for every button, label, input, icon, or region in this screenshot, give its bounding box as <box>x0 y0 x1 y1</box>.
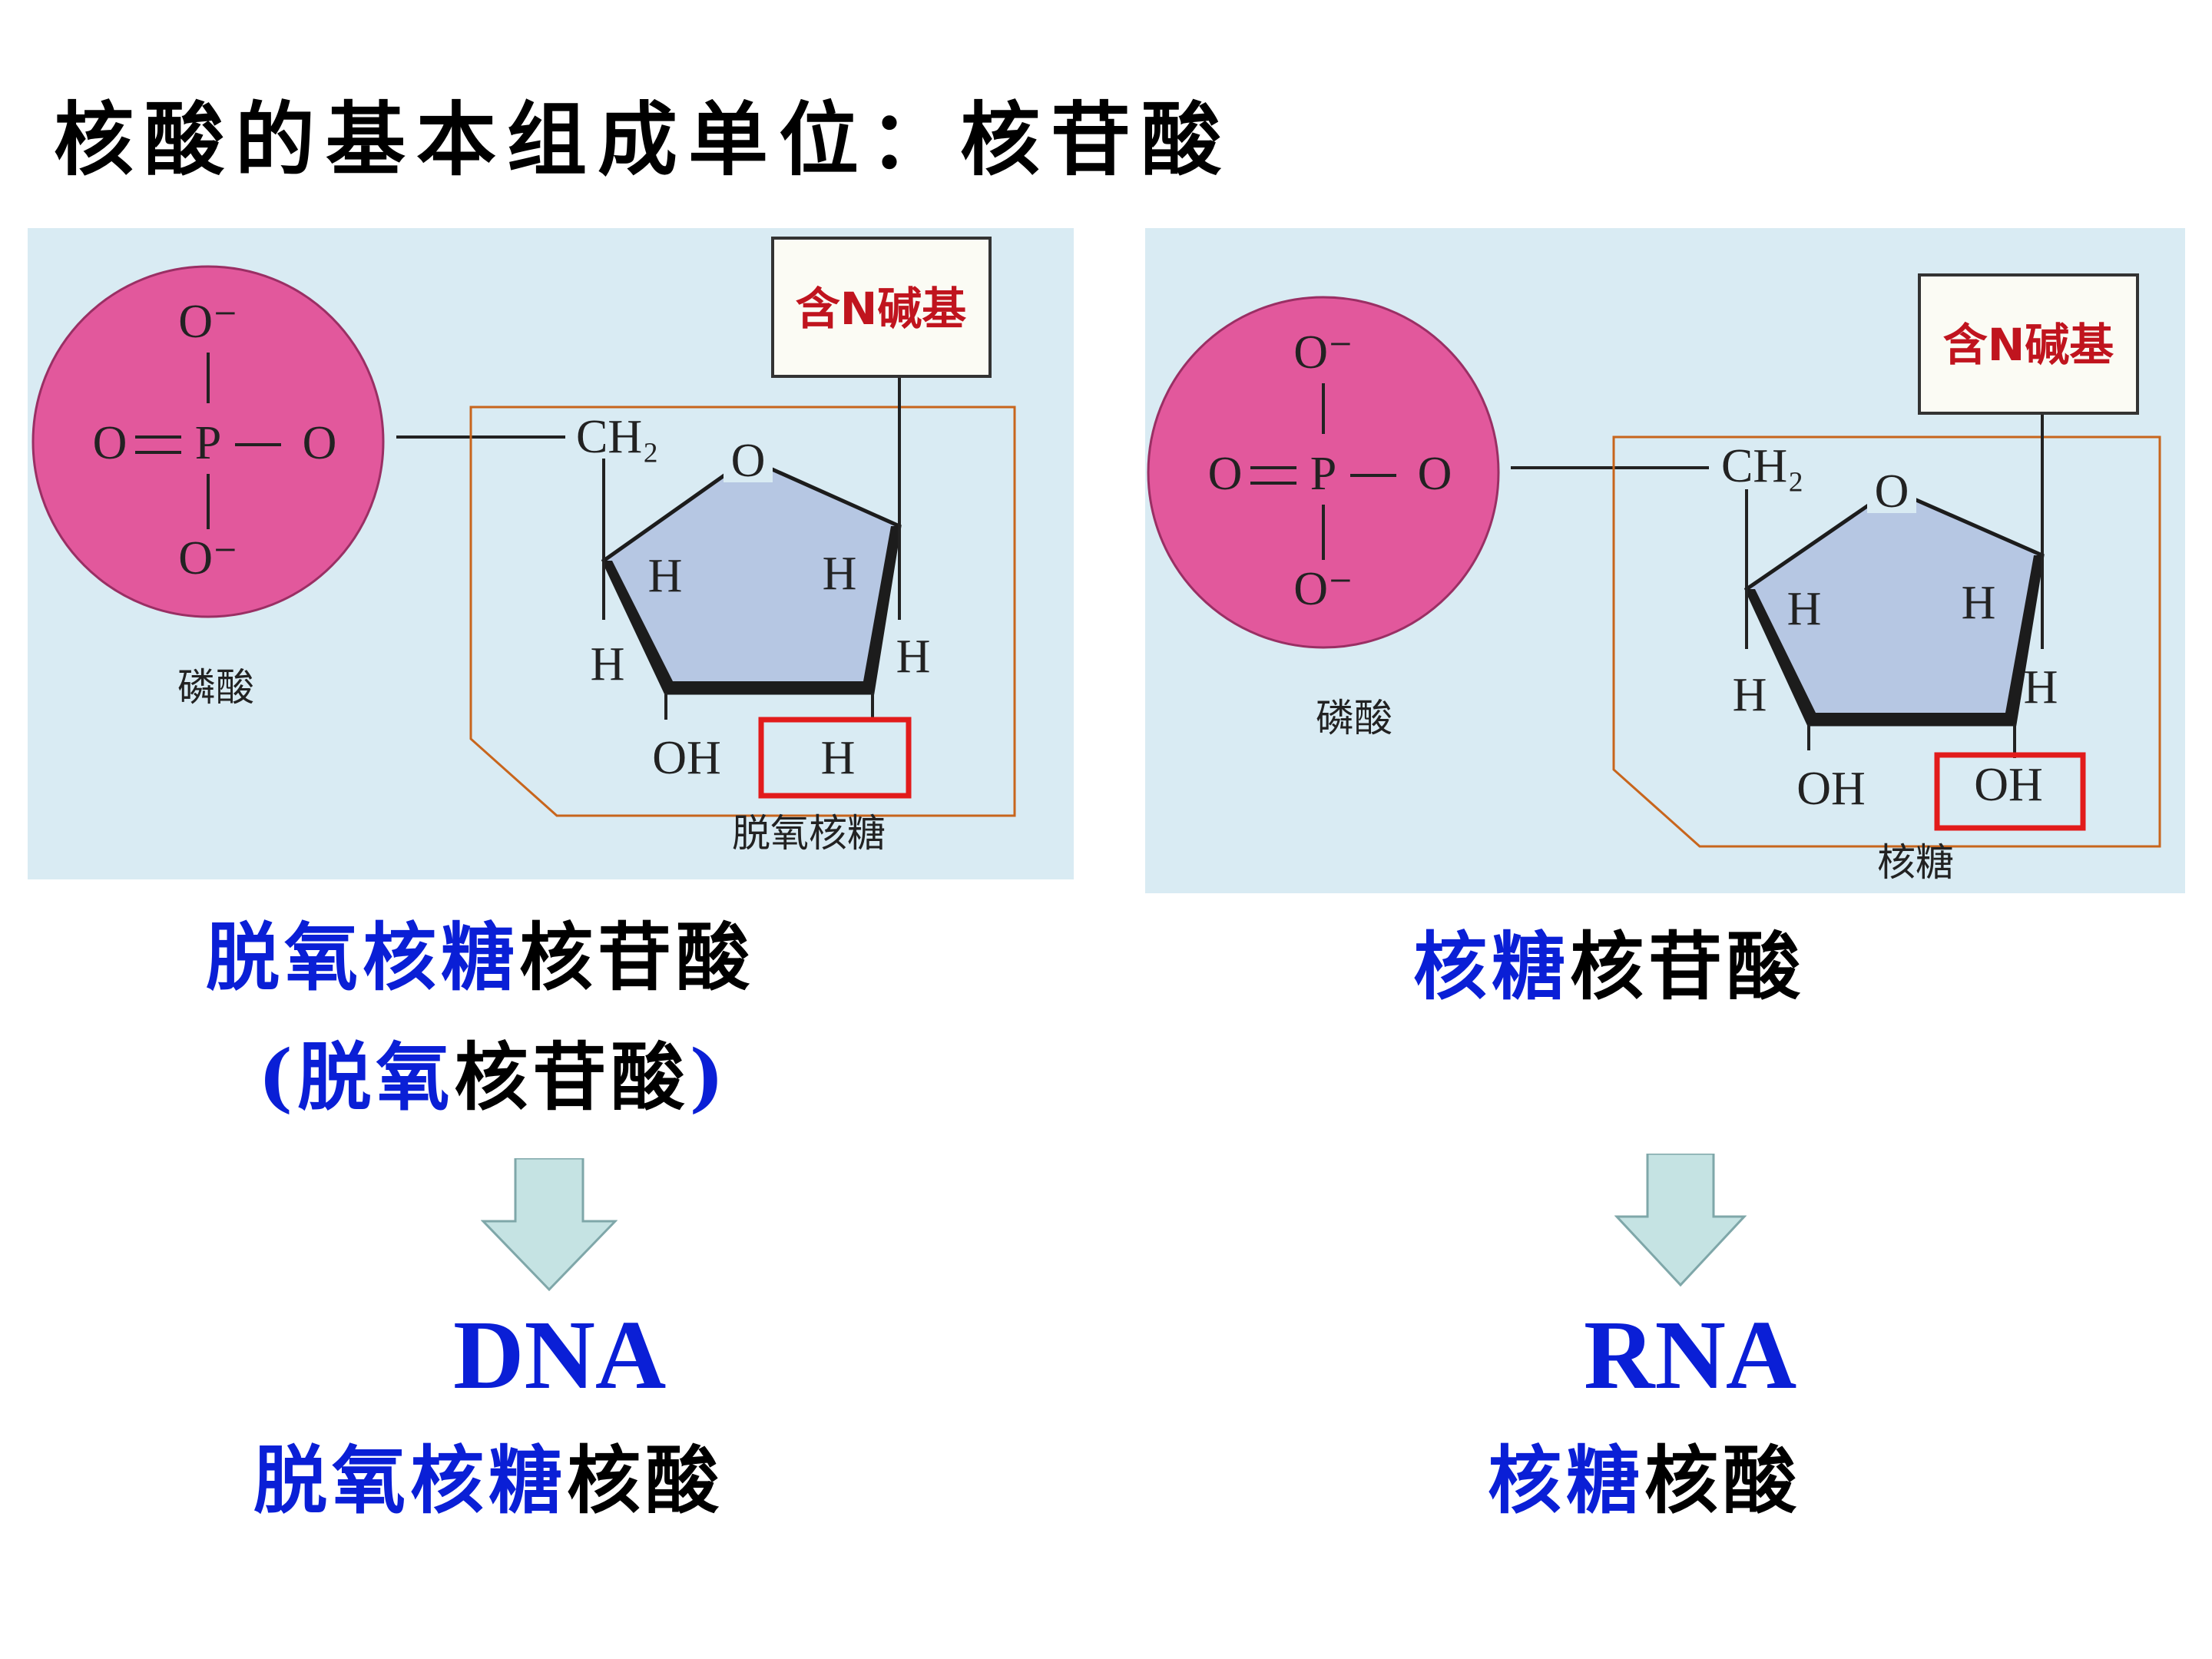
c2-highlight-box <box>758 717 912 799</box>
c2-group: H <box>821 732 856 784</box>
phosphate-o-left: O <box>1208 448 1243 500</box>
base-label: 含N碱基 <box>1943 319 2114 371</box>
c1-h-inner: H <box>823 548 857 600</box>
left-nucleotide-alias: (脱氧核苷酸) <box>258 1037 729 1119</box>
rna-label: RNA <box>1584 1300 1797 1409</box>
sugar-label: 脱氧核糖 <box>732 811 886 856</box>
ch2-label: CH₂ <box>1721 440 1804 492</box>
c2-highlight-box <box>1934 752 2086 831</box>
c4-h-down: H <box>1733 669 1767 721</box>
phosphate-p: P <box>195 417 221 469</box>
right-nucleotide-name: 核糖核苷酸 <box>1413 924 1805 1010</box>
ring-oxygen: O <box>731 435 766 487</box>
left-nucleotide-name: 脱氧核糖核苷酸 <box>206 915 754 1001</box>
dna-label: DNA <box>453 1300 667 1409</box>
right-nucleic-acid-name: 核糖核酸 <box>1488 1438 1801 1524</box>
c4-h-inner: H <box>648 550 683 602</box>
c1-h-inner: H <box>1962 577 1996 629</box>
sugar-outline <box>1612 435 2161 848</box>
c3-oh: OH <box>652 732 721 784</box>
ring-front-edge <box>604 526 899 693</box>
phosphate-o-bottom: O⁻ <box>1293 563 1353 615</box>
left-nucleic-acid-name: 脱氧核糖核酸 <box>253 1438 724 1524</box>
phosphate-o-right: O <box>1418 448 1452 500</box>
alias-close-paren: ) <box>689 1034 729 1121</box>
c2-group: OH <box>1974 759 2043 811</box>
phosphate-o-top: O⁻ <box>1293 326 1353 379</box>
ribonucleotide-diagram: O⁻ O P O O⁻ 磷酸 CH₂ O H H H H OH OH 核糖 含N… <box>1145 228 2185 893</box>
left-nucleic-acid-black: 核酸 <box>567 1438 724 1524</box>
left-nucleotide-name-black: 核苷酸 <box>519 915 754 1001</box>
left-down-arrow-icon <box>481 1158 618 1292</box>
ring-oxygen-bg <box>724 439 773 482</box>
left-nucleic-acid-blue: 脱氧核糖 <box>253 1438 567 1524</box>
right-nucleic-acid-blue: 核糖 <box>1488 1438 1644 1524</box>
phosphate-circle <box>31 265 385 618</box>
sugar-label: 核糖 <box>1877 840 1954 885</box>
right-nucleic-acid-black: 核酸 <box>1644 1438 1801 1524</box>
phosphate-o-left: O <box>93 417 127 469</box>
base-box <box>771 237 992 378</box>
base-label: 含N碱基 <box>796 283 967 335</box>
right-nucleotide-name-blue: 核糖 <box>1413 924 1570 1010</box>
phosphate-label: 磷酸 <box>1316 696 1392 740</box>
sugar-outline <box>469 406 1016 817</box>
c4-h-inner: H <box>1787 583 1822 635</box>
alias-open-paren: ( <box>258 1034 298 1121</box>
right-down-arrow-icon <box>1614 1154 1747 1287</box>
left-alias-blue: 脱氧 <box>297 1035 455 1121</box>
page-title: 核酸的基本组成单位：核苷酸 <box>54 93 1233 187</box>
deoxyribonucleotide-diagram: O⁻ O P O O⁻ 磷酸 CH₂ O H H H H OH H 脱氧核糖 含… <box>28 228 1074 879</box>
ch2-label: CH₂ <box>576 411 659 463</box>
base-box <box>1918 273 2139 415</box>
left-nucleotide-name-blue: 脱氧核糖 <box>206 915 519 1001</box>
phosphate-label: 磷酸 <box>177 665 254 710</box>
phosphate-p: P <box>1310 448 1336 500</box>
c1-h-down: H <box>896 631 931 683</box>
c4-h-down: H <box>591 638 625 690</box>
ring-oxygen-bg <box>1867 470 1916 513</box>
right-nucleotide-name-black: 核苷酸 <box>1570 924 1805 1010</box>
c3-oh: OH <box>1796 763 1866 815</box>
phosphate-o-top: O⁻ <box>178 296 238 348</box>
ring-oxygen: O <box>1875 465 1909 518</box>
phosphate-o-bottom: O⁻ <box>178 532 238 584</box>
ring-front-edge <box>1747 555 2042 724</box>
left-alias-black: 核苷酸 <box>454 1035 690 1121</box>
phosphate-circle <box>1147 296 1500 649</box>
c1-h-down: H <box>2024 661 2058 714</box>
phosphate-o-right: O <box>303 417 337 469</box>
